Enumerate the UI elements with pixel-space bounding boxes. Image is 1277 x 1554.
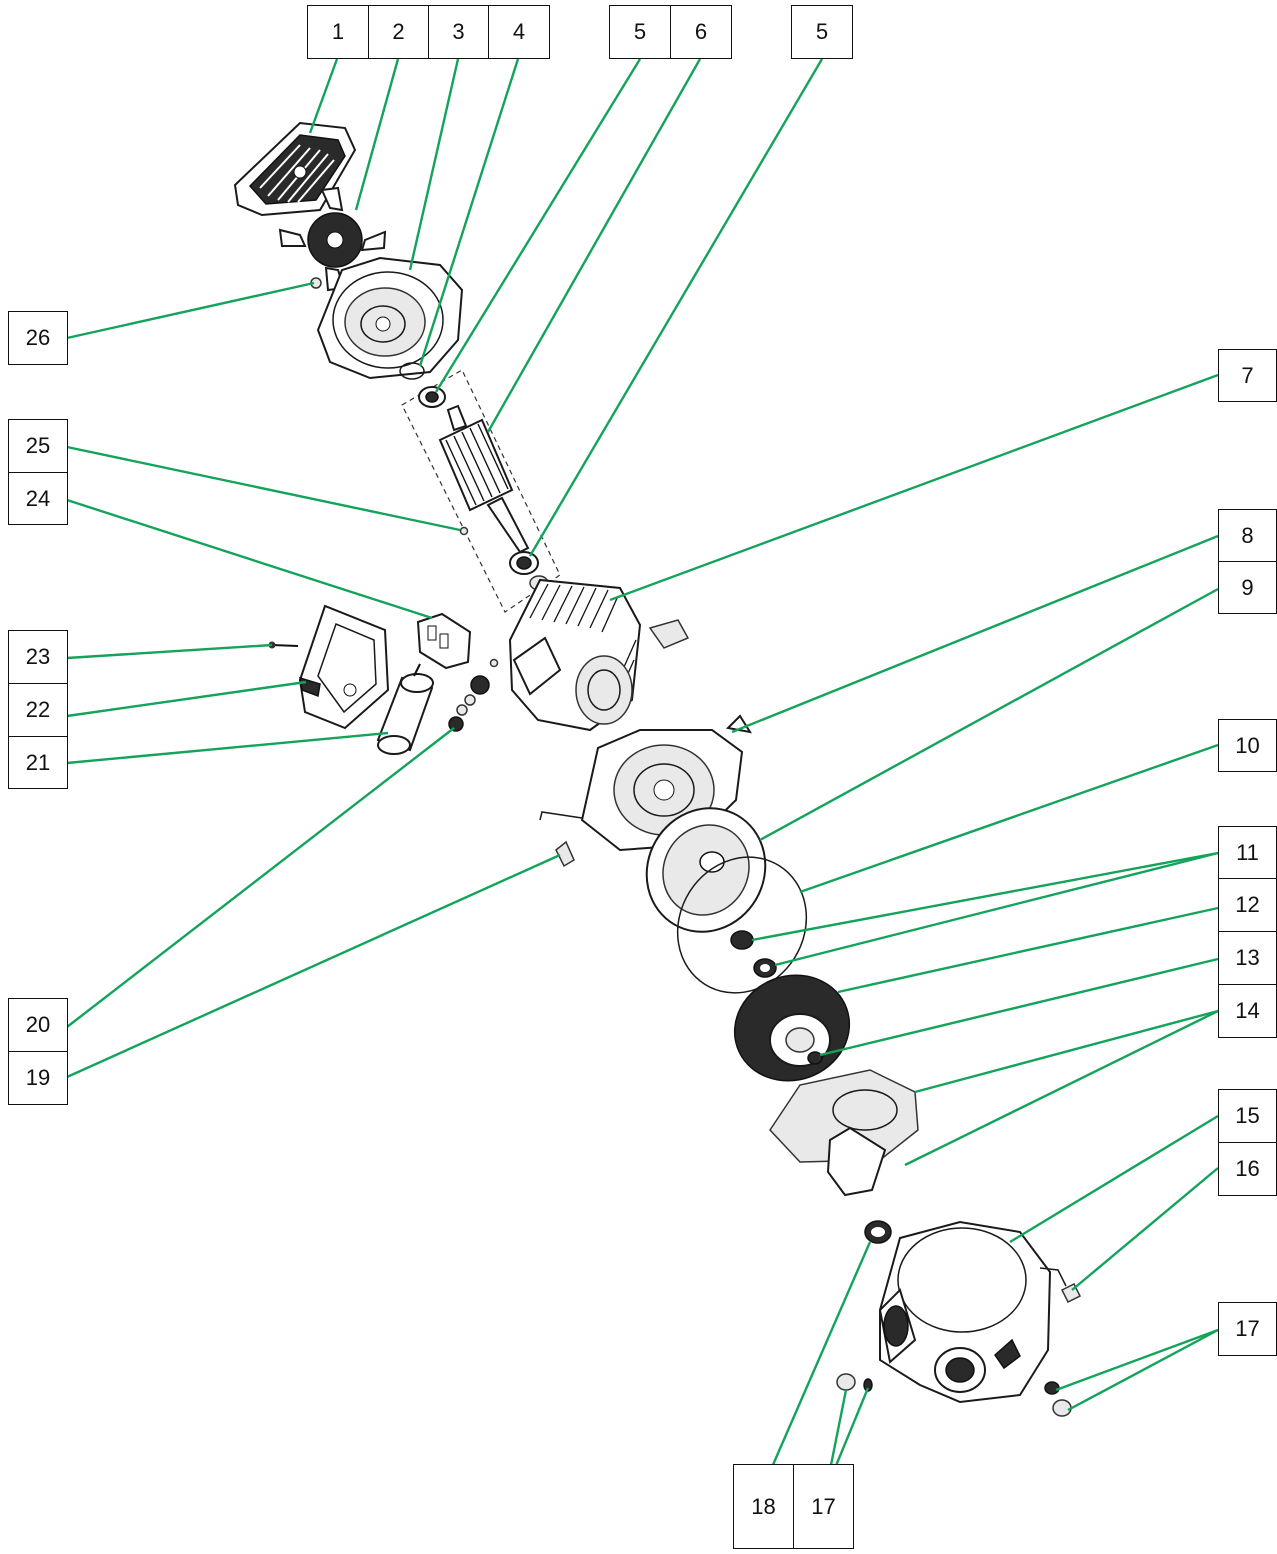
rotor-shaft <box>438 404 530 554</box>
callout-5-upper: 5 <box>609 5 671 59</box>
cable-gland <box>448 675 490 732</box>
capacitor <box>376 663 434 755</box>
callout-8: 8 <box>1218 509 1277 562</box>
shaft-key <box>459 526 469 536</box>
fan-cover <box>233 121 357 217</box>
bearing-upper <box>418 386 446 408</box>
callout-3: 3 <box>428 5 489 59</box>
callout-10: 10 <box>1218 719 1277 772</box>
pump-casing <box>878 1220 1052 1404</box>
callout-25: 25 <box>8 419 68 473</box>
callout-4: 4 <box>488 5 550 59</box>
callout-13: 13 <box>1218 931 1277 985</box>
callout-9: 9 <box>1218 561 1277 614</box>
bracket-screw <box>539 811 583 868</box>
terminal-block <box>416 612 472 670</box>
callout-16: 16 <box>1218 1142 1277 1196</box>
callout-17-right: 17 <box>1218 1302 1277 1356</box>
callout-11: 11 <box>1218 826 1277 879</box>
callout-23: 23 <box>8 630 68 684</box>
diffuser <box>769 1069 919 1197</box>
drain-plug-left <box>836 1373 873 1392</box>
callout-12: 12 <box>1218 878 1277 932</box>
callout-7: 7 <box>1218 349 1277 402</box>
callout-24: 24 <box>8 472 68 525</box>
earth-screw <box>489 658 499 668</box>
callout-15: 15 <box>1218 1089 1277 1143</box>
terminal-box-cover <box>298 604 390 730</box>
callout-14: 14 <box>1218 984 1277 1038</box>
callout-26: 26 <box>8 311 68 365</box>
seal-plate <box>645 807 767 933</box>
callout-22: 22 <box>8 683 68 737</box>
callout-6: 6 <box>670 5 732 59</box>
cooling-fan <box>278 186 387 292</box>
callout-19: 19 <box>8 1051 68 1105</box>
callout-5-lower: 5 <box>791 5 853 59</box>
mechanical-seal <box>730 930 777 978</box>
callout-21: 21 <box>8 736 68 789</box>
o-ring-large <box>676 856 808 994</box>
callout-18: 18 <box>733 1464 794 1549</box>
callout-1: 1 <box>307 5 369 59</box>
leader-lines <box>66 58 1219 1491</box>
callout-20: 20 <box>8 998 68 1052</box>
impeller-nut <box>807 1051 823 1065</box>
callout-2: 2 <box>368 5 429 59</box>
callout-17-bottom: 17 <box>793 1464 854 1549</box>
motor-housing <box>508 578 690 732</box>
wave-washer <box>399 362 425 380</box>
